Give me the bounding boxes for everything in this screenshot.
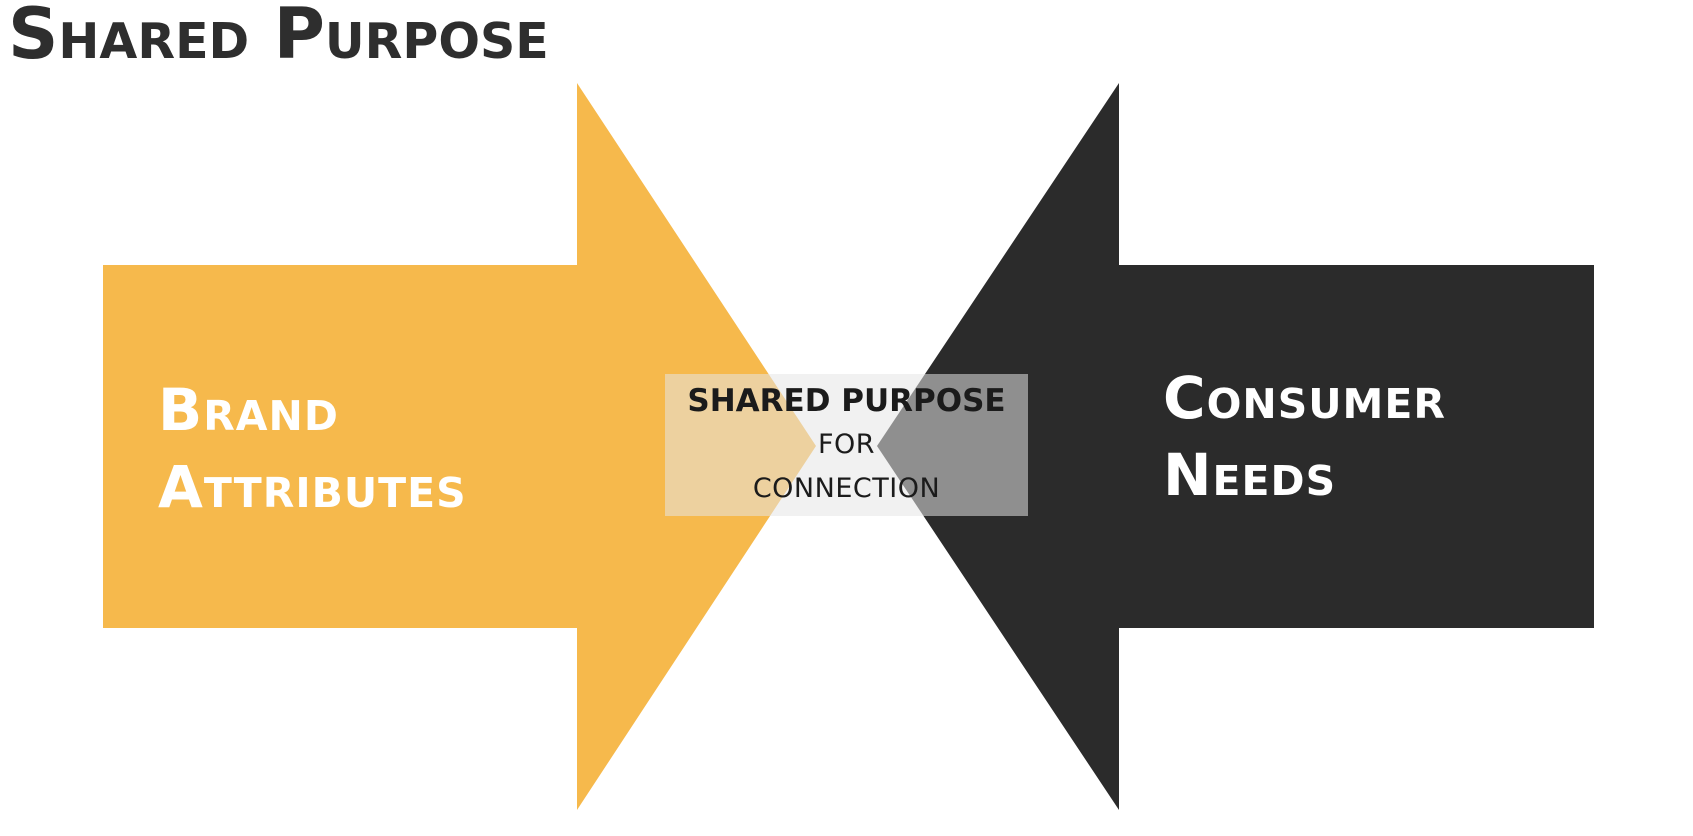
center-label-line1: SHARED PURPOSE xyxy=(687,383,1006,419)
center-overlay-panel: SHARED PURPOSE FOR CONNECTION xyxy=(665,374,1028,516)
brand-label-line2: Attributes xyxy=(158,453,467,521)
brand-arrow-label: Brand Attributes xyxy=(158,372,467,526)
brand-label-line1: Brand xyxy=(158,376,339,444)
slide-title: Shared Purpose xyxy=(8,0,549,75)
center-label-line3: CONNECTION xyxy=(752,473,941,504)
consumer-label-line1: Consumer xyxy=(1163,364,1446,432)
consumer-label-line2: Needs xyxy=(1163,441,1337,509)
consumer-arrow-label: Consumer Needs xyxy=(1163,360,1446,514)
center-label-line2: FOR xyxy=(817,429,876,460)
